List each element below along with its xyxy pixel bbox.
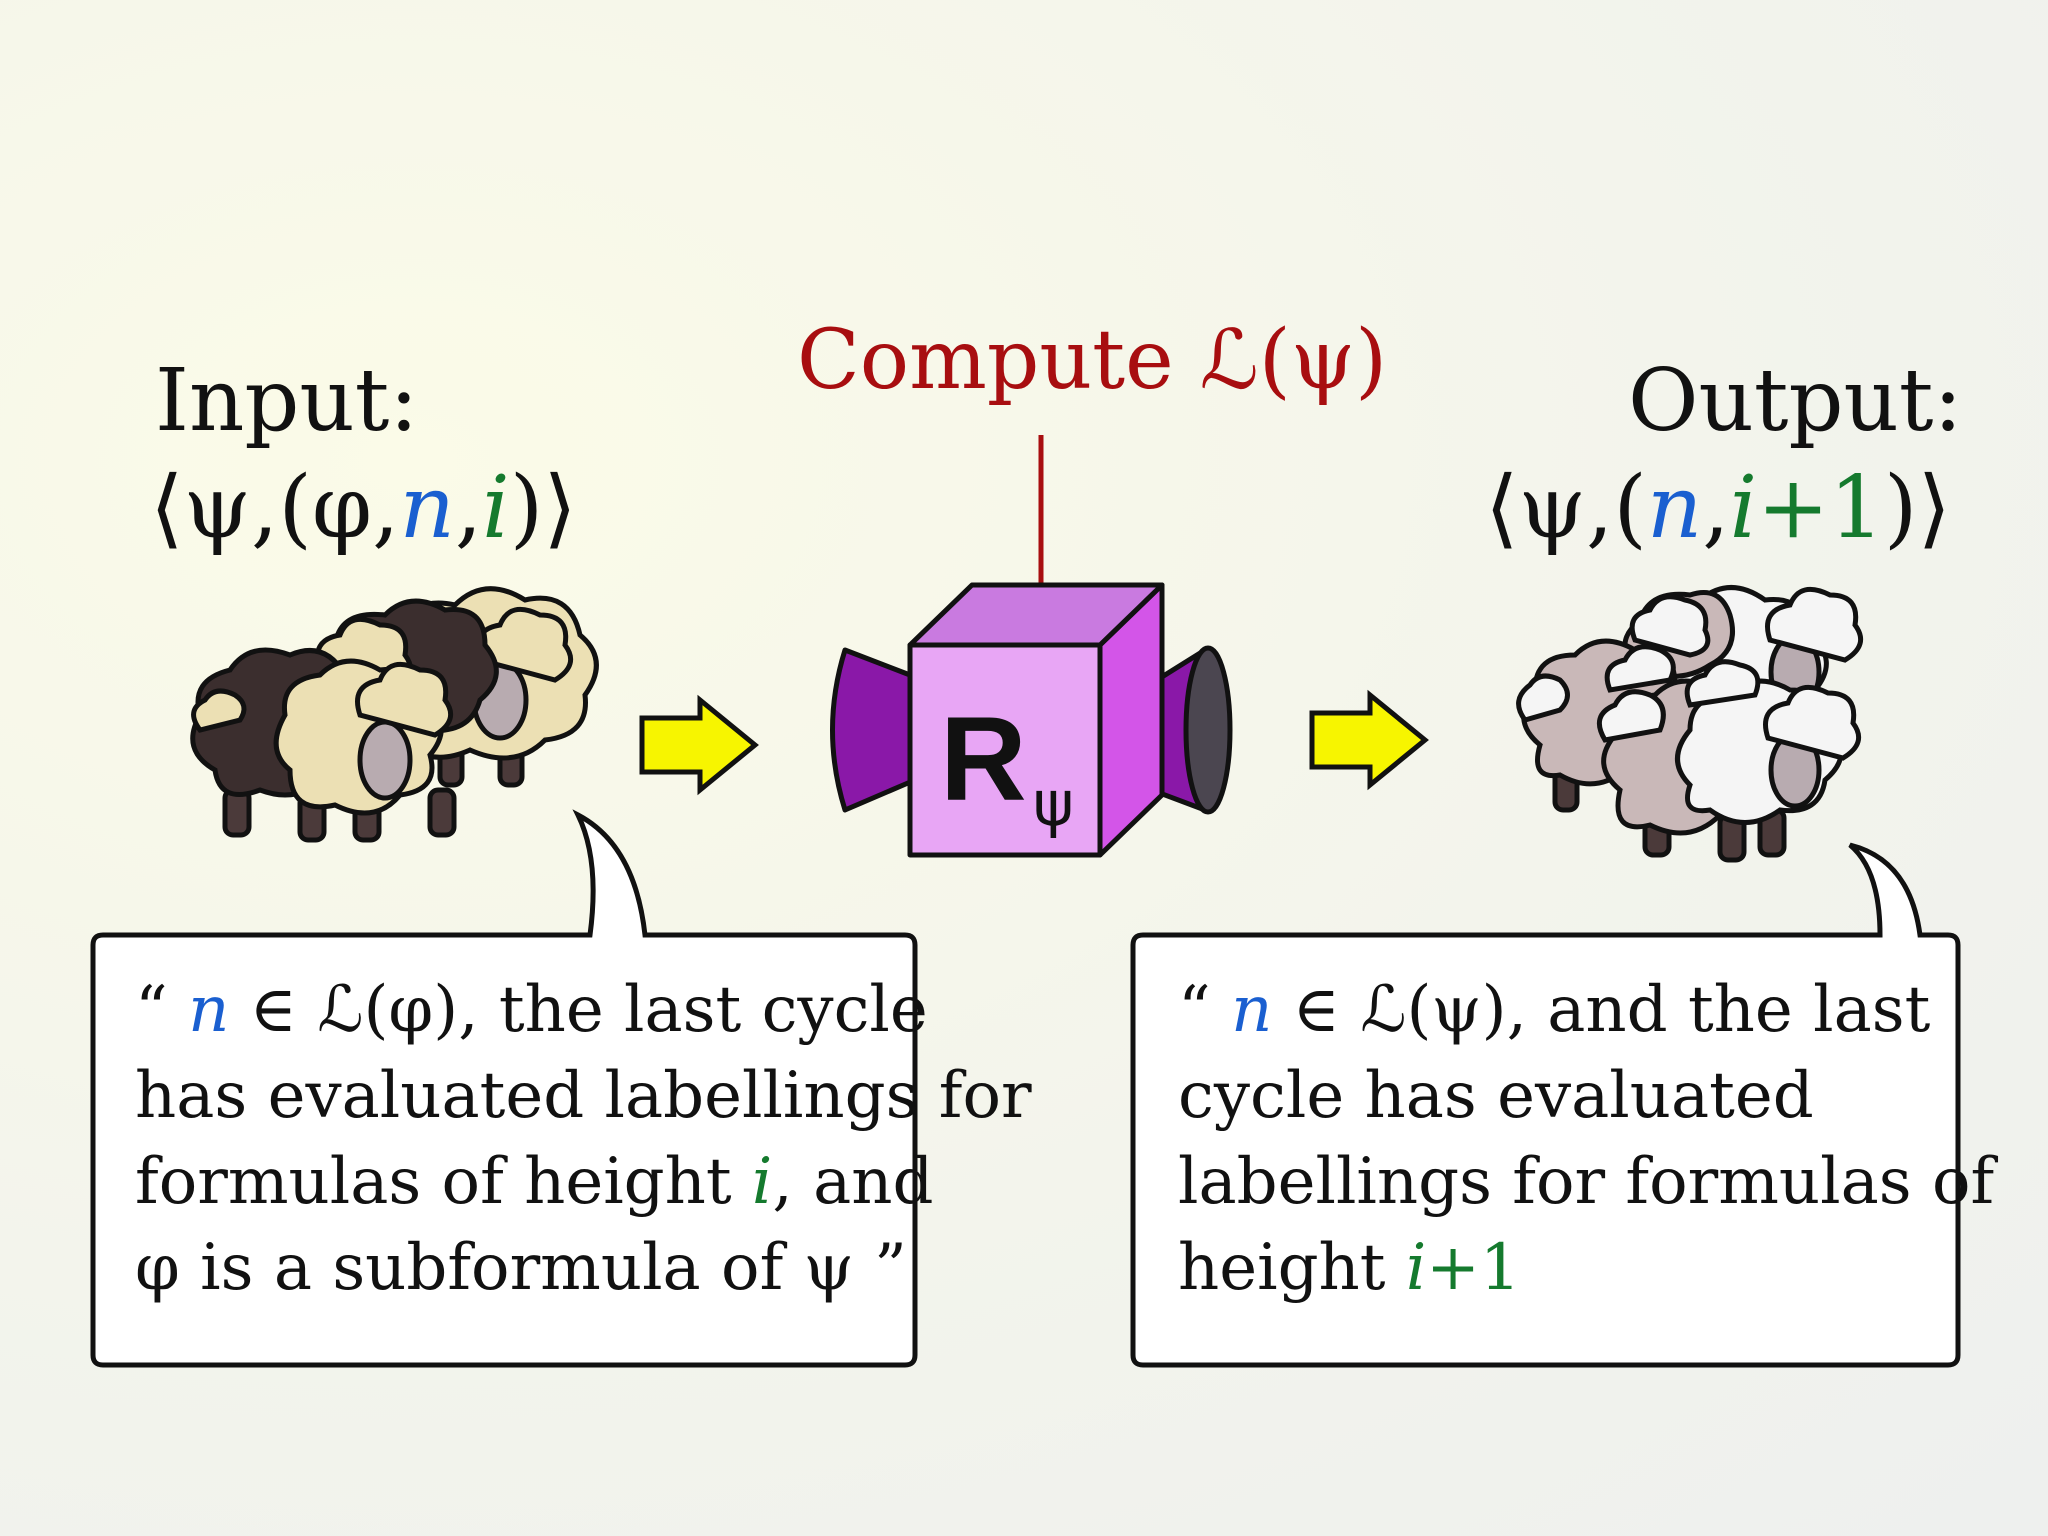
left-open-quote: “ xyxy=(135,973,168,1047)
compute-word: Compute xyxy=(797,313,1174,408)
left-caption-l3-b: , and xyxy=(772,1145,934,1219)
input-tuple-open: ⟨ψ,(φ, xyxy=(150,458,400,558)
left-caption-l1-rest: ∈ ℒ(φ), the last cycle xyxy=(229,973,928,1047)
input-i: i xyxy=(482,458,510,558)
output-n: n xyxy=(1646,458,1703,558)
left-caption-line-2: has evaluated labellings for xyxy=(135,1059,1032,1133)
left-caption-line-4: φ is a subformula of ψ ” xyxy=(135,1231,907,1305)
input-heading: Input: xyxy=(155,351,419,451)
output-sheep-flock xyxy=(1516,585,1864,863)
box-subscript: ψ xyxy=(1033,767,1074,840)
compute-label: Compute ℒ(ψ) xyxy=(797,320,1387,402)
compute-expr: ℒ(ψ) xyxy=(1199,313,1388,408)
input-tuple-close: )⟩ xyxy=(509,458,577,558)
right-speech-bubble xyxy=(1130,842,1961,1368)
box-front xyxy=(907,642,1103,858)
sheep-front xyxy=(190,647,457,843)
box-label: R ψ xyxy=(940,692,1074,840)
right-caption-n: n xyxy=(1231,973,1273,1047)
left-caption-n: n xyxy=(188,973,230,1047)
input-n: n xyxy=(399,458,455,558)
left-caption-i: i xyxy=(751,1145,773,1219)
left-caption: “ n ∈ ℒ(φ), the last cycle has evaluated… xyxy=(135,967,1032,1311)
box-letter: R xyxy=(940,692,1027,826)
output-plus-one: +1 xyxy=(1757,458,1884,558)
arrow-into-box xyxy=(639,694,759,796)
right-caption-line-4: height i+1 xyxy=(1178,1225,1994,1311)
right-caption: “ n ∈ ℒ(ψ), and the last cycle has evalu… xyxy=(1178,967,1994,1311)
right-caption-l1-rest: ∈ ℒ(ψ), and the last xyxy=(1272,973,1931,1047)
sheep-front-pair xyxy=(1596,644,1862,863)
left-caption-line-3: formulas of height i, and xyxy=(135,1139,1032,1225)
left-caption-l3-a: formulas of height xyxy=(135,1145,752,1219)
machine xyxy=(830,582,1233,858)
input-comma: , xyxy=(454,458,483,558)
right-open-quote: “ xyxy=(1178,973,1211,1047)
output-i: i xyxy=(1729,458,1758,558)
left-speech-bubble xyxy=(90,809,918,1368)
input-sheep-flock xyxy=(190,586,599,843)
left-caption-line-1: “ n ∈ ℒ(φ), the last cycle xyxy=(135,967,1032,1053)
right-caption-line-2: cycle has evaluated xyxy=(1178,1059,1814,1133)
output-comma: , xyxy=(1702,458,1730,558)
right-caption-i: i xyxy=(1405,1231,1427,1305)
output-tuple: ⟨ψ,(n,i+1)⟩ xyxy=(1485,465,1951,551)
right-funnel-mouth xyxy=(1183,645,1233,815)
output-heading: Output: xyxy=(1628,351,1963,451)
output-tuple-open: ⟨ψ,( xyxy=(1485,458,1647,558)
input-tuple: ⟨ψ,(φ,n,i)⟩ xyxy=(150,465,577,551)
right-caption-line-3: labellings for formulas of xyxy=(1178,1145,1995,1219)
right-caption-l4-a: height xyxy=(1178,1231,1406,1305)
arrow-out-of-box xyxy=(1309,689,1429,791)
output-tuple-close: )⟩ xyxy=(1883,458,1952,558)
left-funnel xyxy=(830,647,918,813)
right-caption-line-1: “ n ∈ ℒ(ψ), and the last xyxy=(1178,967,1994,1053)
right-caption-plus-one: +1 xyxy=(1426,1231,1521,1305)
